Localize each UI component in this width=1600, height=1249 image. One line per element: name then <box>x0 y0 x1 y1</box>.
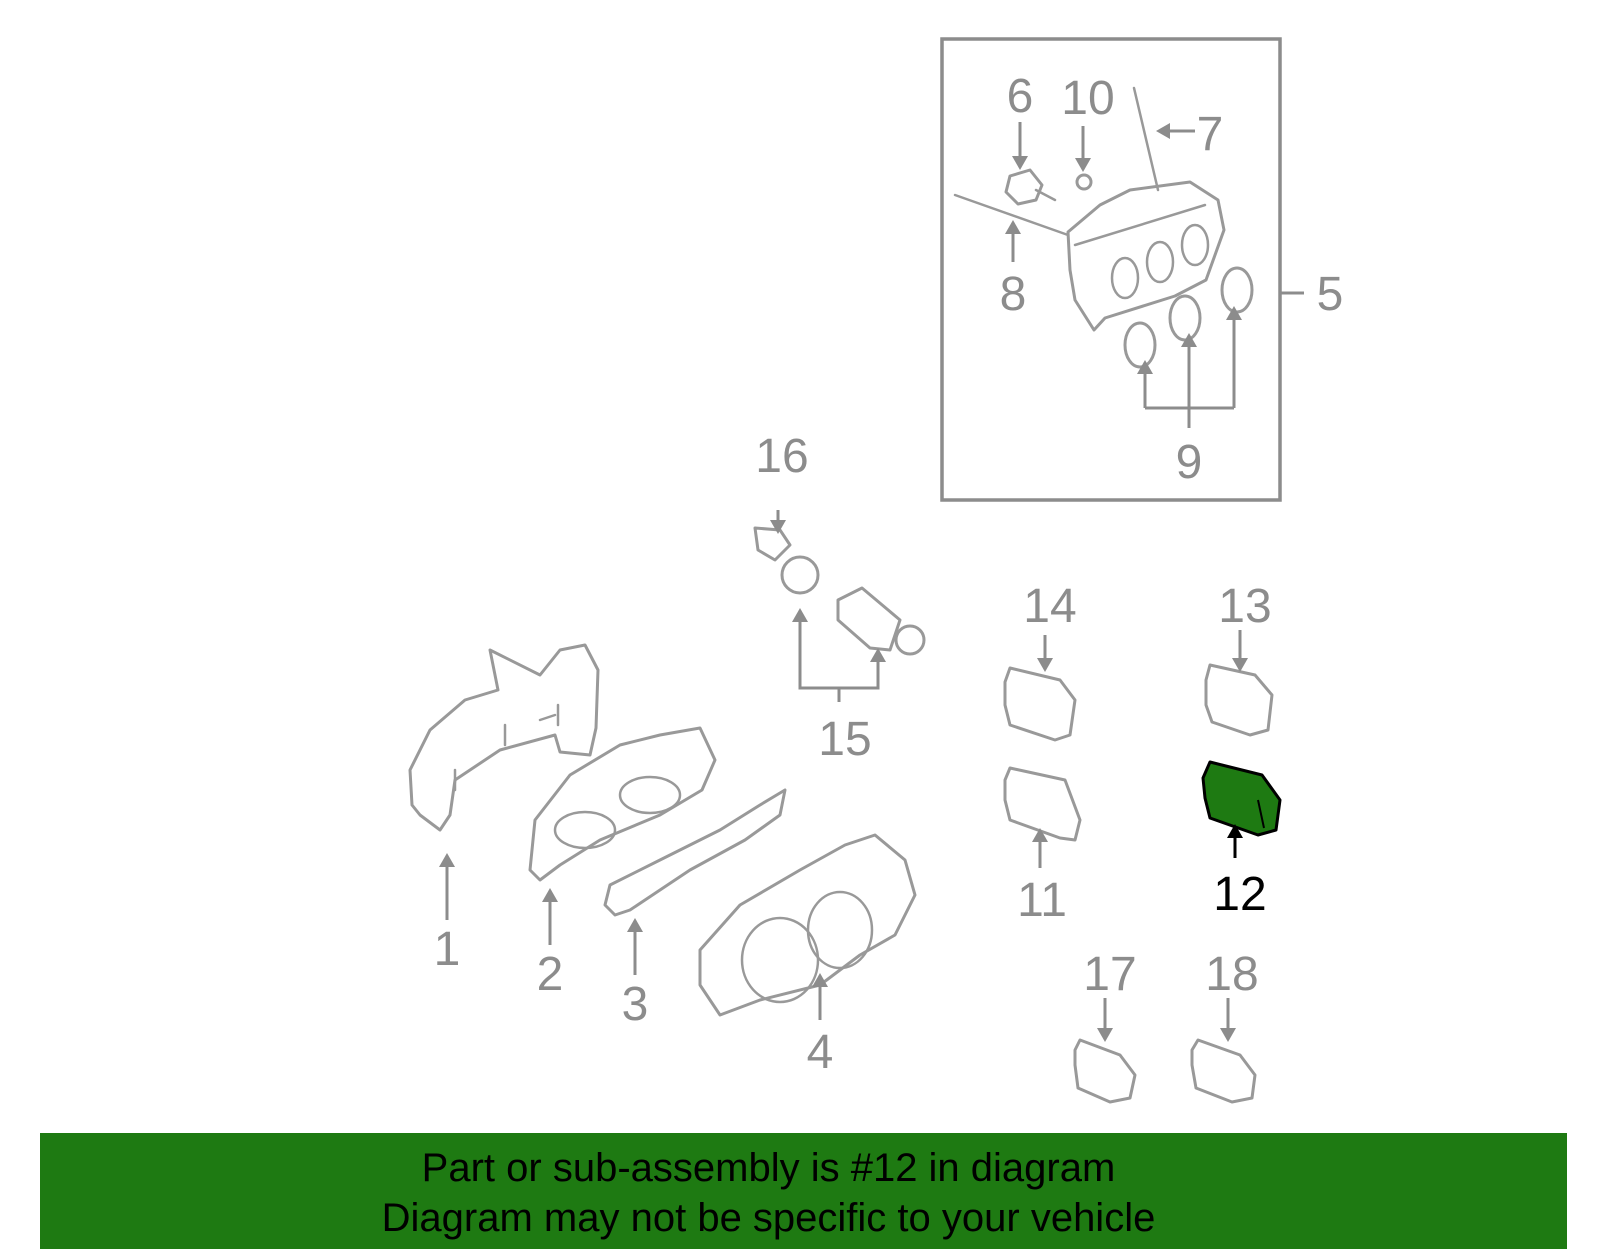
callout-8: 8 <box>1000 268 1027 321</box>
banner-line-1: Part or sub-assembly is #12 in diagram <box>421 1146 1116 1190</box>
info-banner: Part or sub-assembly is #12 in diagram D… <box>40 1133 1567 1249</box>
callout-10: 10 <box>1061 72 1114 125</box>
part-1-cluster-lens[interactable] <box>408 643 600 832</box>
part-12-switch-highlighted[interactable] <box>1201 760 1282 837</box>
part-3-cluster-mask[interactable] <box>603 788 787 917</box>
callout-17: 17 <box>1083 948 1136 1001</box>
callout-14: 14 <box>1023 580 1076 633</box>
part-14-switch[interactable] <box>1003 666 1077 742</box>
callout-4: 4 <box>807 1026 834 1079</box>
callout-16: 16 <box>755 430 808 483</box>
callout-15: 15 <box>818 713 871 766</box>
callout-12: 12 <box>1213 868 1266 921</box>
callout-18: 18 <box>1205 948 1258 1001</box>
banner-line-2: Diagram may not be specific to your vehi… <box>381 1196 1156 1240</box>
part-15-lighter[interactable] <box>836 586 926 656</box>
part-8-control-cable[interactable] <box>953 193 1070 237</box>
part-13-switch[interactable] <box>1204 663 1274 737</box>
callout-11: 11 <box>1017 874 1067 927</box>
callout-13: 13 <box>1218 580 1271 633</box>
climate-control-inset-frame <box>940 37 1282 502</box>
part-6-blower-switch[interactable] <box>1004 168 1057 206</box>
callout-9: 9 <box>1176 436 1203 489</box>
part-18-switch[interactable] <box>1190 1038 1257 1104</box>
part-9-knobs[interactable] <box>1123 266 1254 369</box>
part-4-cluster-bezel[interactable] <box>698 833 917 1017</box>
part-11-switch[interactable] <box>1003 766 1082 842</box>
part-5-control-panel[interactable] <box>1066 180 1226 332</box>
callout-3: 3 <box>622 978 649 1031</box>
callout-7: 7 <box>1197 108 1224 161</box>
part-17-switch[interactable] <box>1073 1038 1137 1104</box>
part-10-bulb[interactable] <box>1075 173 1093 191</box>
part-16-socket-bulb[interactable] <box>753 526 820 595</box>
callout-2: 2 <box>537 948 564 1001</box>
part-2-cluster-housing[interactable] <box>528 726 717 882</box>
callout-5: 5 <box>1317 268 1344 321</box>
callout-1: 1 <box>434 923 461 976</box>
part-7-control-cable[interactable] <box>1132 86 1160 192</box>
callout-6: 6 <box>1007 70 1034 123</box>
